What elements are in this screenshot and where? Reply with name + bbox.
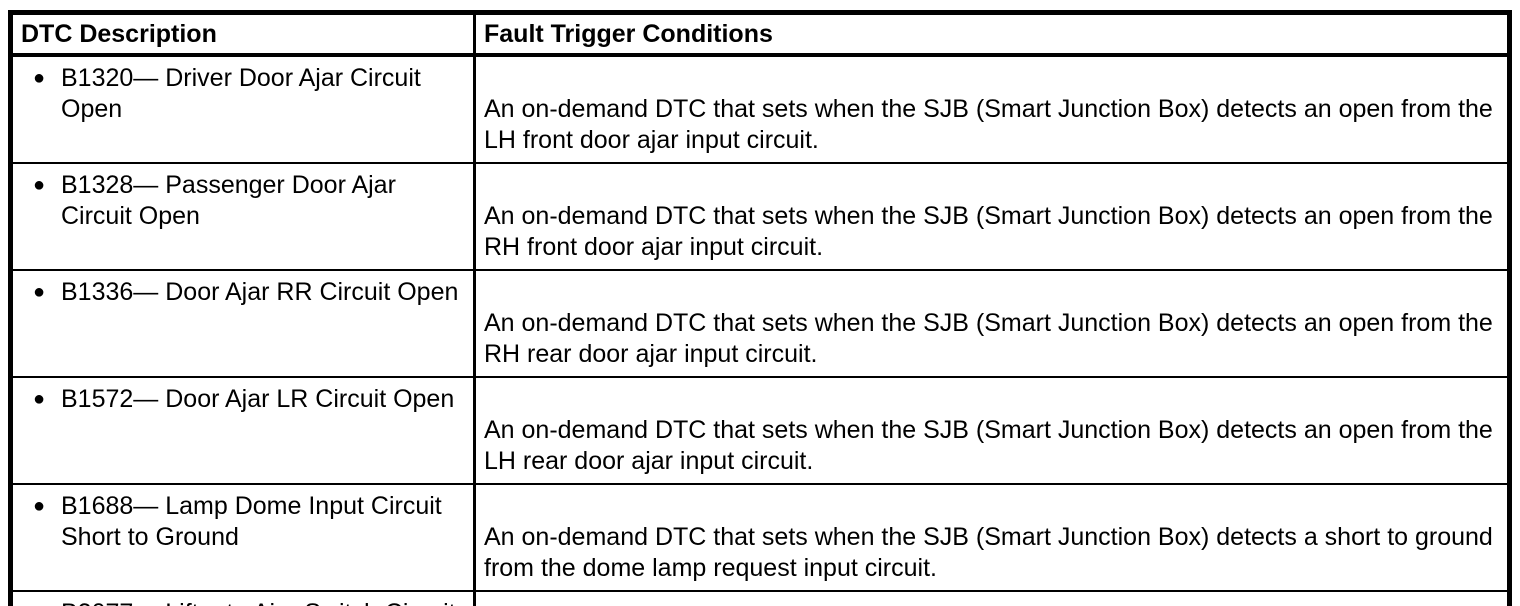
table-row: ● B1320— Driver Door Ajar Circuit Open A… [9, 54, 1511, 164]
dtc-description-cell: ● B1320— Driver Door Ajar Circuit Open [9, 54, 476, 164]
bullet-icon: ● [33, 281, 46, 303]
dtc-text: B1328— Passenger Door Ajar Circuit Open [61, 171, 396, 230]
table-row: ● B1688— Lamp Dome Input Circuit Short t… [9, 483, 1511, 592]
dtc-description-cell: ● B1336— Door Ajar RR Circuit Open [9, 269, 476, 378]
fault-condition-cell: An on-demand DTC that sets when the SJB … [473, 54, 1511, 164]
fault-condition-cell: An on-demand DTC that sets when the SJB … [473, 376, 1511, 485]
table-row: ● B1572— Door Ajar LR Circuit Open An on… [9, 376, 1511, 485]
table-row: ● B2077— Liftgate Ajar Switch Circuit Fa… [9, 590, 1511, 606]
fault-condition-cell: An on-demand DTC that sets when the SJB … [473, 483, 1511, 592]
fault-condition-cell: An on-demand DTC that sets when the SJB … [473, 162, 1511, 271]
table-row: ● B1328— Passenger Door Ajar Circuit Ope… [9, 162, 1511, 271]
dtc-description-content: ● B1320— Driver Door Ajar Circuit Open [13, 63, 471, 125]
dtc-text: B2077— Liftgate Ajar Switch Circuit Fail… [61, 598, 471, 606]
dtc-description-content: ● B1688— Lamp Dome Input Circuit Short t… [13, 491, 471, 553]
dtc-text: B1336— Door Ajar RR Circuit Open [61, 278, 459, 306]
dtc-description-content: ● B1336— Door Ajar RR Circuit Open [13, 277, 471, 308]
fault-condition-text: An on-demand DTC that sets when the SJB … [484, 95, 1493, 154]
bullet-icon: ● [33, 598, 61, 606]
header-fault-trigger-conditions: Fault Trigger Conditions [473, 11, 1511, 57]
dtc-description-content: ● B1328— Passenger Door Ajar Circuit Ope… [13, 170, 471, 232]
dtc-description-cell: ● B1688— Lamp Dome Input Circuit Short t… [9, 483, 476, 592]
dtc-description-cell: ● B1572— Door Ajar LR Circuit Open [9, 376, 476, 485]
dtc-text: B1320— Driver Door Ajar Circuit Open [61, 64, 421, 123]
fault-condition-cell: An on-demand DTC that sets when the SJB … [473, 269, 1511, 378]
fault-condition-text: An on-demand DTC that sets when the SJB … [484, 416, 1493, 475]
table-body: ● B1320— Driver Door Ajar Circuit Open A… [9, 54, 1511, 606]
bullet-icon: ● [33, 67, 46, 89]
fault-condition-text: An on-demand DTC that sets when the SJB … [484, 202, 1493, 261]
table-row: ● B1336— Door Ajar RR Circuit Open An on… [9, 269, 1511, 378]
table-header-row: DTC Description Fault Trigger Conditions [9, 11, 1511, 57]
fault-condition-text: An on-demand DTC that sets when the SJB … [484, 309, 1493, 368]
bullet-icon: ● [33, 174, 46, 196]
dtc-text: B1688— Lamp Dome Input Circuit Short to … [61, 492, 442, 551]
bullet-icon: ● [33, 495, 46, 517]
fault-condition-text: An on-demand DTC that sets when the SJB … [484, 523, 1493, 582]
dtc-description-content: ● B2077— Liftgate Ajar Switch Circuit Fa… [13, 598, 471, 606]
dtc-description-cell: ● B2077— Liftgate Ajar Switch Circuit Fa… [9, 590, 476, 606]
dtc-description-content: ● B1572— Door Ajar LR Circuit Open [13, 384, 471, 415]
bullet-icon: ● [33, 388, 46, 410]
fault-condition-cell: An on-demand DTC that sets when the SJB … [473, 590, 1511, 606]
dtc-text: B1572— Door Ajar LR Circuit Open [61, 385, 455, 413]
dtc-description-cell: ● B1328— Passenger Door Ajar Circuit Ope… [9, 162, 476, 271]
dtc-fault-table: DTC Description Fault Trigger Conditions… [8, 10, 1512, 606]
header-dtc-description: DTC Description [9, 11, 476, 57]
